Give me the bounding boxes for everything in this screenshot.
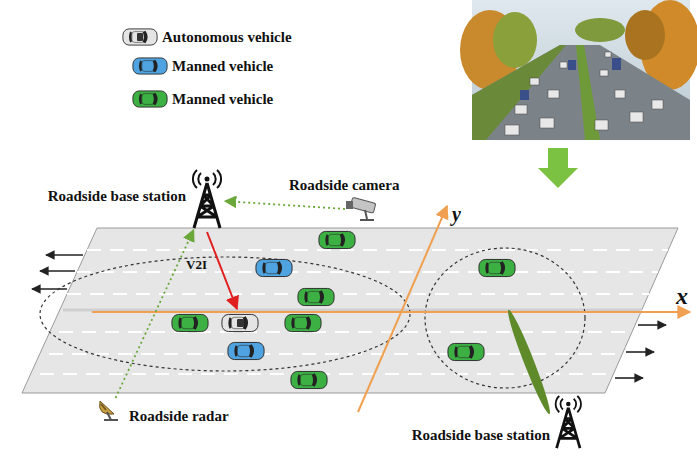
- autonomous-vehicle: [237, 319, 244, 327]
- highway-photo: [575, 18, 625, 42]
- manned-vehicle: [172, 231, 515, 388]
- vehicle-group-outline: [40, 257, 410, 371]
- direction-arrow: [46, 254, 83, 256]
- manned-vehicle: [172, 314, 208, 331]
- axis: [92, 206, 690, 412]
- radar-icon: [100, 401, 118, 420]
- base-station-icon: [556, 396, 581, 448]
- highway-photo: [520, 58, 621, 100]
- legend-label: Autonomous vehicle: [162, 28, 292, 46]
- autonomous-vehicle: [222, 314, 258, 331]
- roadside-radar: Roadside radar: [95, 398, 125, 422]
- camera-icon: [350, 197, 376, 213]
- vehicle-group-outline: [425, 248, 585, 388]
- highway-photo: [515, 105, 527, 114]
- highway-photo: [630, 112, 643, 122]
- highway-photo: [560, 62, 567, 68]
- signal-link: [225, 201, 345, 209]
- v2i-arrow: [207, 232, 237, 309]
- flow-arrow: [538, 148, 578, 188]
- node-label: Roadside radar: [129, 407, 229, 425]
- manned-vehicle: [479, 259, 515, 276]
- highway-photo: [472, 45, 566, 140]
- base-station-icon: [205, 177, 210, 182]
- highway-photo: [595, 120, 608, 130]
- lane-marking: [87, 249, 668, 251]
- beam: [504, 308, 554, 416]
- road: [22, 228, 678, 393]
- node-label: Roadside base station: [412, 426, 550, 444]
- base-station-icon: [194, 183, 220, 228]
- base-station: Roadside base station: [190, 170, 225, 230]
- axis: [92, 311, 690, 313]
- link-label: V2I: [186, 258, 207, 272]
- legend-label: Manned vehicle: [172, 90, 273, 108]
- legend-car-icon: [133, 91, 167, 107]
- base-station: Roadside base station: [553, 396, 584, 450]
- lane-marking: [49, 353, 622, 355]
- autonomous-vehicle: [222, 314, 258, 331]
- manned-vehicle: [448, 343, 484, 360]
- highway-photo: [540, 118, 554, 128]
- direction-arrow: [626, 351, 654, 353]
- direction-arrow: [32, 255, 666, 378]
- camera-icon: [346, 197, 376, 220]
- highway-photo: [615, 90, 625, 98]
- highway-photo: [548, 90, 559, 98]
- manned-vehicle: [285, 314, 321, 331]
- base-station-icon: [193, 170, 221, 228]
- highway-photo: [520, 90, 529, 100]
- lane-marking: [67, 293, 649, 295]
- legend-label: Manned vehicle: [172, 57, 273, 75]
- highway-photo: [568, 60, 576, 70]
- direction-arrow: [615, 377, 643, 379]
- manned-vehicle: [291, 371, 327, 388]
- highway-photo: [472, 45, 690, 140]
- highway-photo: [625, 10, 665, 60]
- radar-icon: [101, 404, 106, 410]
- highway-photo: [505, 125, 519, 135]
- base-station-icon: [566, 402, 571, 407]
- highway-photo: [605, 52, 611, 57]
- manned-vehicle: [228, 342, 264, 359]
- highway-photo: [612, 58, 621, 70]
- legend-car-icon: [133, 58, 167, 74]
- radar-icon: [104, 412, 118, 420]
- highway-photo: [460, 0, 697, 140]
- vehicle-group-outline: [40, 248, 585, 388]
- axis-label: y: [452, 203, 461, 225]
- axis: [358, 206, 447, 412]
- legend-car-icon: [123, 29, 167, 107]
- legend-car-icon: [123, 29, 157, 45]
- direction-arrow: [32, 288, 67, 290]
- manned-vehicle: [298, 288, 334, 305]
- highway-photo: [493, 12, 537, 68]
- manned-vehicle: [319, 231, 355, 248]
- highway-photo: [530, 78, 539, 85]
- base-station-icon: [557, 408, 580, 449]
- signal-link: [116, 230, 194, 398]
- axis-label: x: [676, 283, 688, 309]
- node-label: Roadside base station: [48, 187, 186, 205]
- camera-icon: [360, 210, 374, 220]
- highway-photo: [652, 100, 663, 109]
- highway-photo: [600, 70, 608, 76]
- manned-vehicle: [256, 259, 292, 276]
- direction-arrow: [40, 270, 75, 272]
- roadside-camera: Roadside camera: [345, 198, 378, 222]
- lane-marking: [77, 271, 658, 273]
- legend-car-icon: [137, 33, 143, 41]
- highway-photo: [505, 52, 663, 135]
- node-label: Roadside camera: [289, 176, 399, 194]
- camera-icon: [346, 201, 353, 209]
- direction-arrow: [638, 324, 666, 326]
